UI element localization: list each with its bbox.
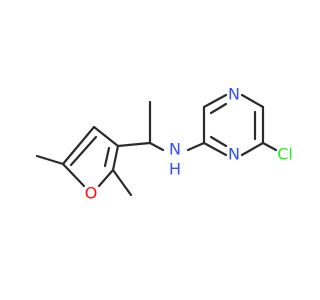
bond-pyz-c6-cl — [261, 141, 278, 152]
bond-pyz-n4-c5 — [240, 93, 265, 109]
bond-o-c2 — [97, 168, 115, 188]
molecule-diagram: O N H N N Cl — [35, 85, 293, 203]
amine-hydrogen-label: H — [169, 160, 181, 179]
atom-labels: O N H N N Cl — [85, 85, 293, 203]
bond-pyz-c3-n4-double — [209, 102, 228, 115]
bond-ch-nh — [148, 141, 165, 152]
amine-nitrogen-label: N — [169, 140, 181, 159]
bond-c2-c3-double — [103, 146, 111, 168]
pyrazine-n4-label: N — [228, 85, 240, 104]
bond-c2-c3 — [111, 144, 120, 172]
structure-svg: O N H N N Cl — [35, 85, 293, 203]
bond-pyz-c3-n4 — [202, 93, 228, 109]
furan-oxygen-label: O — [85, 184, 98, 203]
chlorine-label: Cl — [277, 145, 293, 164]
bond-pyz-c6-n1 — [240, 141, 265, 157]
bond-c3-c4 — [92, 125, 120, 148]
pyrazine-n1-label: N — [228, 145, 240, 164]
bond-c4-c5-double — [69, 135, 98, 167]
bonds — [35, 93, 278, 197]
bond-pyz-n1-c2-double — [209, 135, 228, 148]
bond-nh-c2pyz — [186, 141, 206, 152]
bond-c4-c5 — [61, 125, 96, 166]
bond-c5-o — [61, 162, 86, 188]
bond-c2-methyl — [111, 168, 133, 197]
bond-pyz-n1-c2 — [202, 141, 228, 157]
bond-c3-ch — [116, 141, 152, 148]
bond-methyl-c5 — [35, 154, 65, 166]
